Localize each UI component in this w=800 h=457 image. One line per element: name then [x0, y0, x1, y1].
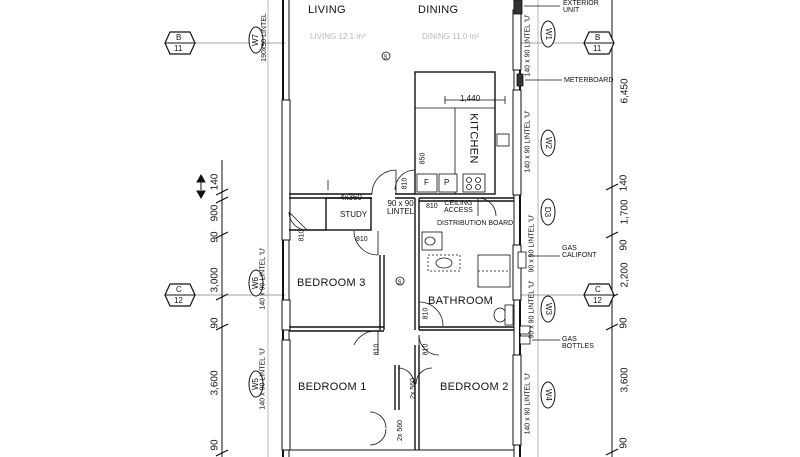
- room-label-bedroom1: BEDROOM 1: [298, 381, 367, 393]
- grid-marker-b-right-letter: B: [595, 33, 601, 42]
- door-size-810: 810: [401, 177, 409, 190]
- smoke-detector-icon: [381, 51, 391, 61]
- dim-left: 90: [209, 439, 221, 451]
- gas-bottles-label: GAS BOTTLES: [562, 336, 594, 350]
- exterior-unit-label: EXTERIOR UNIT: [563, 0, 599, 14]
- wall-tag-w1-bubble: [540, 20, 556, 48]
- door-size-810: 810: [356, 236, 368, 243]
- ceiling-access-label: CEILING ACCESS: [444, 200, 473, 214]
- room-label-kitchen: KITCHEN: [467, 113, 480, 164]
- dim-right: 90: [618, 239, 630, 251]
- windows: [281, 9, 522, 451]
- room-label-bedroom2: BEDROOM 2: [440, 381, 509, 393]
- lintel-right-1: 140 x 90 LINTEL 'U': [524, 14, 532, 77]
- wall-tag-w4: W4: [544, 389, 553, 401]
- wall-tag-w2-bubble: [540, 129, 556, 157]
- wall-tag-w2: W2: [544, 137, 553, 149]
- dim-left: 900: [209, 204, 221, 222]
- dim-left: 90: [209, 231, 221, 243]
- door-size-810: 810: [422, 307, 430, 320]
- grid-marker-c-right-number: 12: [593, 296, 602, 305]
- door-swings: [288, 169, 497, 446]
- wall-tag-w3-bubble: [540, 295, 556, 323]
- wall-tag-d3: D3: [543, 206, 553, 218]
- grid-marker-c-left-letter: C: [176, 285, 182, 294]
- grid-marker-b-left-number: 11: [174, 44, 183, 53]
- door-size-810: 810: [422, 343, 430, 356]
- door-size-810: 810: [426, 203, 438, 210]
- door-size-850: 850: [419, 152, 427, 165]
- dim-right: 90: [618, 437, 630, 449]
- grid-marker-c-left-number: 12: [174, 296, 183, 305]
- bathroom-fixtures: [421, 231, 514, 326]
- wall-tag-w5-bubble: [248, 370, 264, 398]
- kitchen-fixtures: [416, 96, 510, 193]
- gas-bottle-icon: [519, 325, 531, 335]
- grid-marker-c-right: [583, 283, 615, 307]
- door-size-810: 810: [298, 229, 306, 242]
- lintel-right-5: 140 x 90 LINTEL 'U': [524, 372, 532, 435]
- wall-tag-w4-bubble: [540, 381, 556, 409]
- dim-right: 2,200: [619, 262, 631, 288]
- lintel-right-2: 140 x 90 LINTEL 'U': [524, 110, 532, 173]
- room-label-study: STUDY: [340, 210, 368, 219]
- lintel-left-top: 190x90 LINTEL: [260, 13, 268, 62]
- door-size-810: 810: [373, 343, 381, 356]
- faint-area-right: DINING 11.0 m²: [422, 32, 479, 41]
- distribution-board-label: DISTRIBUTION BOARD: [437, 220, 514, 227]
- gas-bottle-icon: [519, 335, 531, 345]
- wall-tag-w6-bubble: [248, 269, 264, 297]
- svg-text:S: S: [384, 55, 388, 61]
- room-label-bathroom: BATHROOM: [428, 295, 494, 307]
- cupboard-size: 2x 560: [397, 419, 405, 442]
- grid-marker-b-left: [164, 31, 196, 55]
- wall-tag-d3-bubble: [540, 198, 556, 226]
- faint-area-left: LIVING 12.1 m²: [310, 32, 366, 41]
- grid-marker-c-right-letter: C: [595, 285, 601, 294]
- wall-tag-w1: W1: [544, 28, 553, 40]
- meterboard-label: METERBOARD: [564, 77, 614, 84]
- lintel-right-3: 90 x 90 LINTEL 'U': [528, 214, 536, 273]
- cupboard-size: 2x 560: [410, 377, 418, 400]
- dim-left: 140: [209, 173, 221, 191]
- grid-marker-b-left-letter: B: [176, 33, 182, 42]
- room-label-dining: DINING: [418, 4, 459, 16]
- room-label-bedroom3: BEDROOM 3: [297, 277, 366, 289]
- wall-tag-w7: W7: [251, 34, 260, 46]
- interior-walls: [289, 71, 514, 450]
- kitchen-width-label: 1,440: [460, 94, 481, 103]
- dim-right: 1,700: [619, 199, 631, 225]
- lintel-right-4: 90 x 90 LINTEL 'U': [528, 280, 536, 339]
- lintel-left-mid: 140 x 90 LINTEL 'U': [259, 247, 267, 310]
- dim-right: 90: [618, 317, 630, 329]
- wall-tag-w3: W3: [544, 303, 553, 315]
- dim-right: 3,600: [619, 367, 631, 393]
- fridge-label: F: [424, 178, 429, 187]
- opening-4x360-label: 4x360: [340, 193, 362, 202]
- lintel-left-bot: 140 x 90 LINTEL 'U': [259, 347, 267, 410]
- gas-califont-label: GAS CALIFONT: [562, 245, 597, 259]
- grid-marker-b-right: [583, 31, 615, 55]
- dim-left: 3,000: [209, 267, 221, 293]
- meterboard-icon: [516, 73, 524, 87]
- dim-right: 6,450: [619, 78, 631, 104]
- grid-marker-c-left: [164, 283, 196, 307]
- dim-left: 3,600: [209, 370, 221, 396]
- dim-right: 140: [618, 174, 630, 192]
- wall-tag-w7-bubble: [248, 26, 264, 54]
- dim-left: 90: [209, 317, 221, 329]
- smoke-detector-icon: [395, 276, 405, 286]
- section-arrow-icon: [196, 173, 206, 200]
- room-label-living: LIVING: [308, 4, 346, 16]
- exterior-unit-icon: [513, 0, 523, 15]
- califont-icon: [517, 251, 527, 269]
- svg-text:S: S: [398, 280, 402, 286]
- grid-marker-b-right-number: 11: [593, 44, 602, 53]
- pantry-label: P: [444, 178, 450, 187]
- lintel-90-label: 90 x 90 LINTEL: [387, 199, 415, 216]
